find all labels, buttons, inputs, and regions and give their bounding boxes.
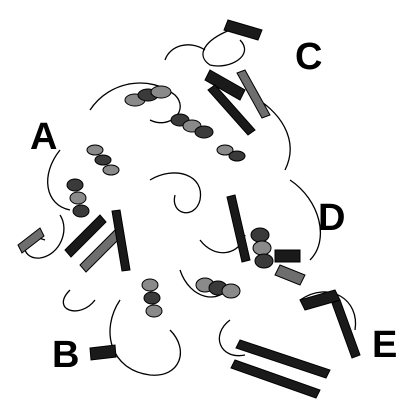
label-domain-e: E	[372, 324, 397, 366]
label-domain-d: D	[318, 197, 345, 239]
strand-d2	[275, 250, 300, 262]
strand-b1	[90, 345, 116, 360]
label-domain-a: A	[30, 116, 57, 158]
label-domain-c: C	[295, 36, 322, 78]
label-domain-b: B	[52, 334, 79, 376]
